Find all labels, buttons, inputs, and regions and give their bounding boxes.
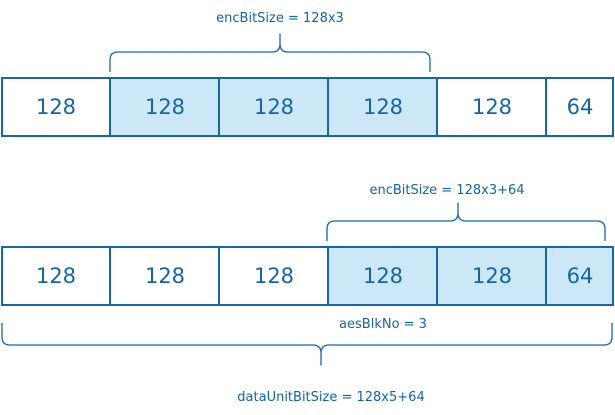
row-2-cell-4-label: 128	[363, 264, 403, 288]
row-1-cell-6-label: 64	[567, 95, 594, 119]
row-1: 128 128 128 128 128 64	[1, 77, 614, 137]
row-1-cell-6	[545, 77, 614, 137]
row-2-cell-2	[109, 246, 220, 306]
row-2-cell-3-label: 128	[254, 264, 294, 288]
row-1-cell-5	[436, 77, 547, 137]
data-unit-brace	[1, 323, 613, 366]
row-2-cell-1	[1, 246, 111, 306]
row-2: 128 128 128 128 128 64	[1, 246, 614, 306]
bottom-enc-brace	[326, 202, 606, 241]
row-1-cell-3	[218, 77, 329, 137]
bottom-enc-label: encBitSize = 128x3+64	[369, 183, 524, 198]
row-2-cell-3	[218, 246, 329, 306]
row-1-cell-4-label: 128	[363, 95, 403, 119]
row-2-cell-1-label: 128	[36, 264, 76, 288]
row-2-cell-5-label: 128	[472, 264, 512, 288]
row-2-cell-4	[327, 246, 438, 306]
row-1-cell-1	[1, 77, 111, 137]
top-enc-brace	[109, 33, 431, 72]
row-1-cell-3-label: 128	[254, 95, 294, 119]
row-2-cell-6-label: 64	[567, 264, 594, 288]
row-2-cell-6	[545, 246, 614, 306]
aes-blk-label: aesBlkNo = 3	[339, 317, 427, 332]
row-2-cell-2-label: 128	[145, 264, 185, 288]
top-enc-label: encBitSize = 128x3	[216, 11, 344, 26]
row-1-cell-2-label: 128	[145, 95, 185, 119]
data-unit-label: dataUnitBitSize = 128x5+64	[237, 390, 424, 405]
row-1-cell-1-label: 128	[36, 95, 76, 119]
row-1-cell-2	[109, 77, 220, 137]
row-1-cell-5-label: 128	[472, 95, 512, 119]
